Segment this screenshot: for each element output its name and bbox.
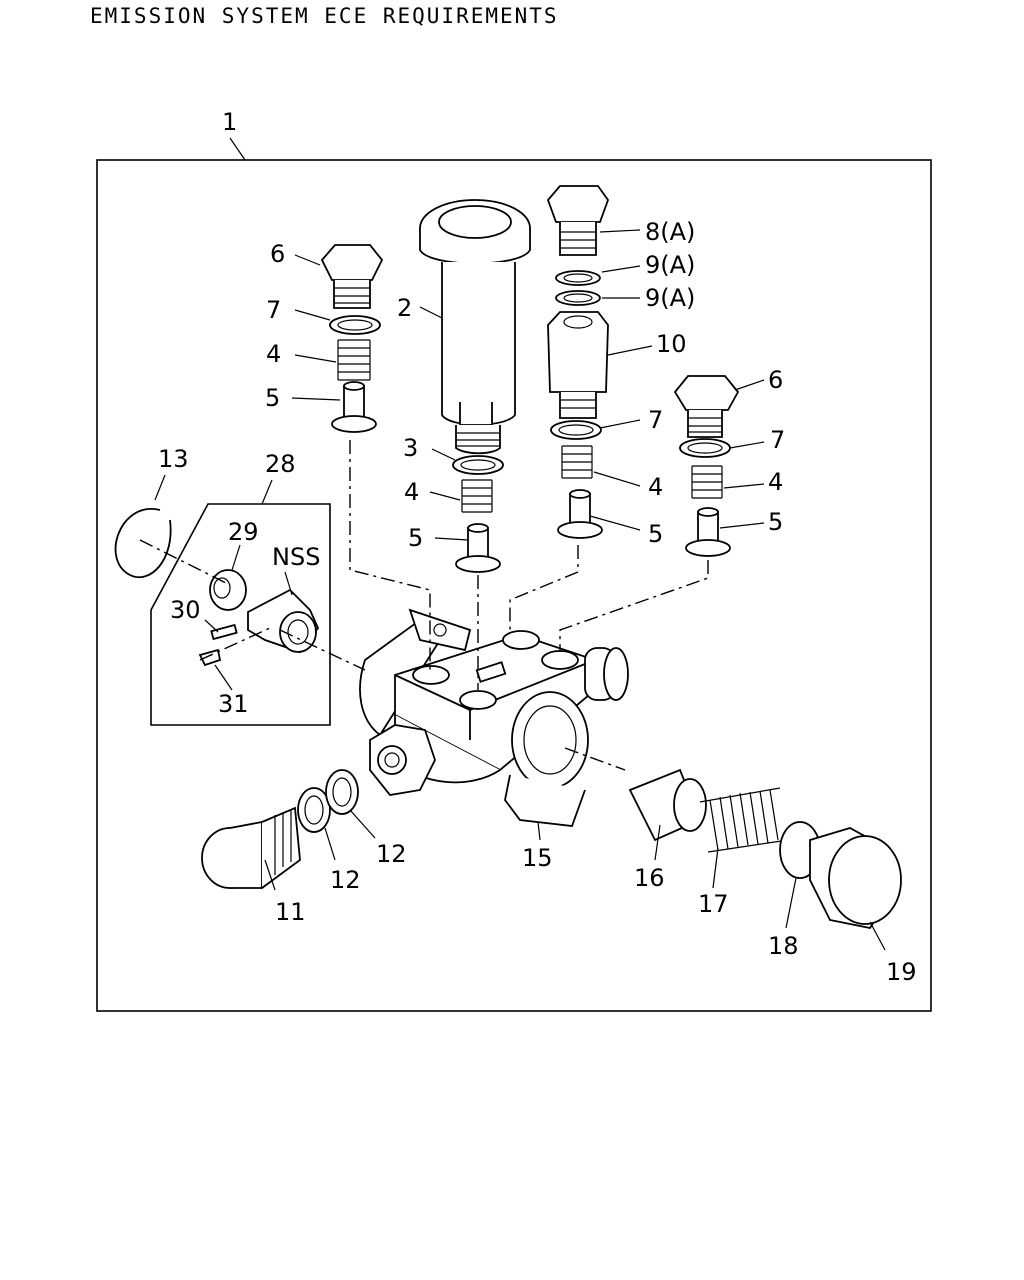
callout-5: 5 bbox=[768, 508, 783, 536]
callout-3: 3 bbox=[403, 434, 418, 462]
callout-28: 28 bbox=[265, 450, 296, 478]
springs bbox=[337, 339, 723, 513]
assembly-frame bbox=[96, 159, 932, 1012]
washers bbox=[329, 270, 731, 475]
callout-5: 5 bbox=[648, 520, 663, 548]
callout-7: 7 bbox=[648, 406, 663, 434]
callout-7: 7 bbox=[266, 296, 281, 324]
callout-30: 30 bbox=[170, 596, 201, 624]
part-13-snap-ring bbox=[114, 507, 172, 578]
callout-19: 19 bbox=[886, 958, 917, 986]
callout-2: 2 bbox=[397, 294, 412, 322]
callout-31: 31 bbox=[218, 690, 249, 718]
callout-11: 11 bbox=[275, 898, 306, 926]
callout-labels: 1 2 3 4 4 4 4 5 5 5 5 6 6 7 7 7 8(A) 9(A… bbox=[158, 108, 917, 986]
callout-5: 5 bbox=[265, 384, 280, 412]
assembly-lines bbox=[139, 440, 709, 771]
part-2-primer-pump bbox=[419, 199, 531, 455]
callout-7: 7 bbox=[770, 426, 785, 454]
parts-8-10 bbox=[546, 185, 610, 419]
callout-17: 17 bbox=[698, 890, 729, 918]
parts-16-19 bbox=[628, 768, 902, 930]
callout-6: 6 bbox=[270, 240, 285, 268]
callout-12: 12 bbox=[376, 840, 407, 868]
callout-29: 29 bbox=[228, 518, 259, 546]
callout-10: 10 bbox=[656, 330, 687, 358]
callout-1: 1 bbox=[222, 108, 237, 136]
callout-4: 4 bbox=[648, 473, 663, 501]
page-title: EMISSION SYSTEM ECE REQUIREMENTS bbox=[90, 4, 559, 28]
callout-5: 5 bbox=[408, 524, 423, 552]
callout-12: 12 bbox=[330, 866, 361, 894]
callout-nss: NSS bbox=[272, 543, 320, 571]
callout-16: 16 bbox=[634, 864, 665, 892]
callout-4: 4 bbox=[266, 340, 281, 368]
callout-8a: 8(A) bbox=[645, 218, 695, 246]
plugs-6 bbox=[320, 244, 740, 438]
parts-11-12 bbox=[201, 769, 359, 889]
callout-13: 13 bbox=[158, 445, 189, 473]
leader-lines bbox=[154, 229, 886, 951]
callout-9a: 9(A) bbox=[645, 284, 695, 312]
callout-4: 4 bbox=[404, 478, 419, 506]
pump-body bbox=[359, 608, 629, 827]
callout-18: 18 bbox=[768, 932, 799, 960]
callout-15: 15 bbox=[522, 844, 553, 872]
subassembly-28-parts bbox=[198, 569, 320, 667]
callout-6: 6 bbox=[768, 366, 783, 394]
callout-4: 4 bbox=[768, 468, 783, 496]
callout-9a: 9(A) bbox=[645, 251, 695, 279]
subassembly-28-frame bbox=[150, 503, 331, 726]
valves bbox=[331, 381, 731, 573]
